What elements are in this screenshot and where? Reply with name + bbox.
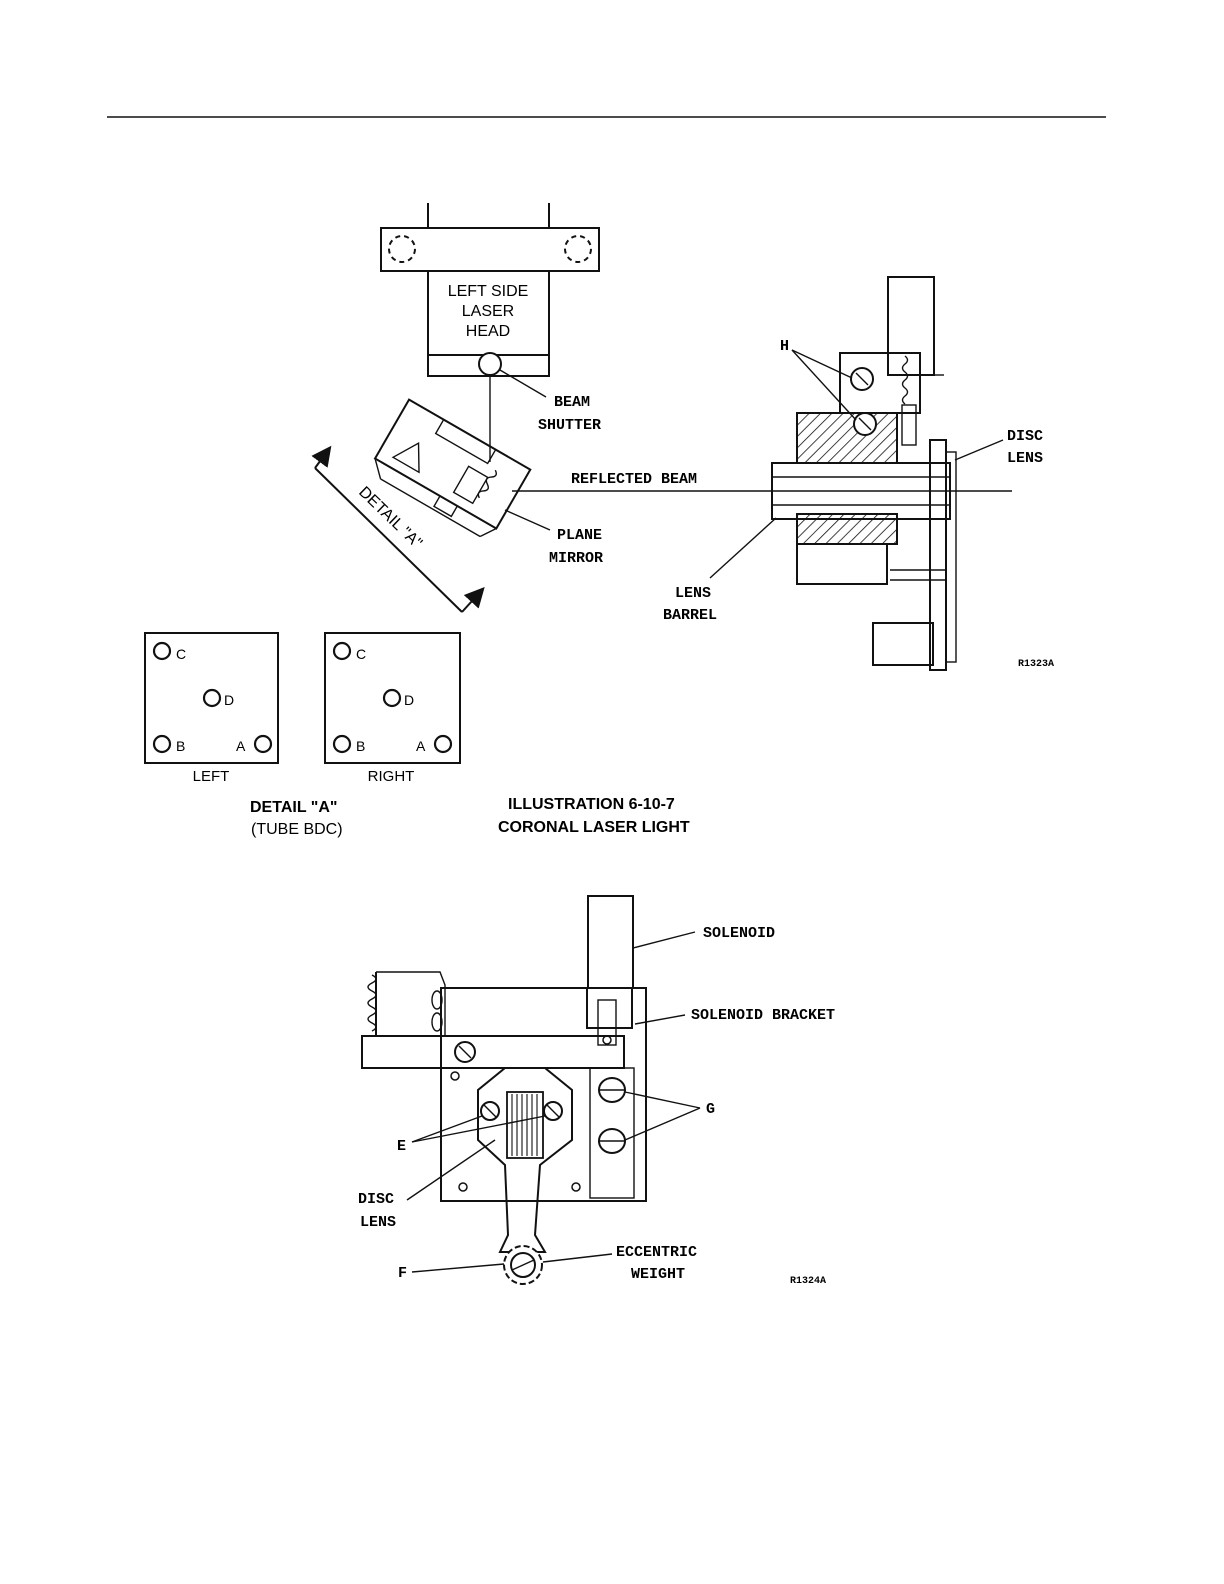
lens-barrel-assembly	[772, 277, 956, 670]
figure1-ref-code: R1323A	[1018, 659, 1054, 670]
detail-subtitle: (TUBE BDC)	[251, 821, 343, 838]
detail-right-b: B	[356, 738, 365, 754]
solenoid-assembly	[362, 896, 646, 1284]
illustration-title: CORONAL LASER LIGHT	[498, 819, 690, 836]
callout-h-leader-1	[792, 350, 852, 378]
fig2-disc-lens-label-2: LENS	[360, 1214, 396, 1231]
detail-right-c: C	[356, 646, 366, 662]
plane-mirror-label-1: PLANE	[557, 527, 602, 544]
mount-hole-right	[565, 236, 591, 262]
detail-left-b: B	[176, 738, 185, 754]
solenoid-bracket-label: SOLENOID BRACKET	[691, 1007, 835, 1024]
lens-barrel-label-1: LENS	[675, 585, 711, 602]
detail-title: DETAIL "A"	[250, 799, 337, 816]
callout-f-leader	[412, 1264, 504, 1272]
disc-lens-label-1: DISC	[1007, 428, 1043, 445]
callout-g-leader-1	[625, 1092, 700, 1108]
laser-head-label-1: LEFT SIDE	[448, 283, 529, 300]
callout-e-label: E	[397, 1138, 406, 1155]
detail-panel-right: C D B A RIGHT	[325, 633, 460, 785]
disc-lens-leader-2	[407, 1140, 495, 1200]
beam-shutter-label-1: BEAM	[554, 394, 590, 411]
solenoid-bracket-leader	[635, 1015, 685, 1024]
mount-hole-left	[389, 236, 415, 262]
beam-shutter-label-2: SHUTTER	[538, 417, 601, 434]
detail-right-d: D	[404, 692, 414, 708]
detail-left-c: C	[176, 646, 186, 662]
beam-shutter-aperture	[479, 353, 501, 375]
disc-lens-label-2: LENS	[1007, 450, 1043, 467]
detail-a-arrow: DETAIL "A"	[315, 449, 482, 612]
callout-g-leader-2	[625, 1108, 700, 1140]
detail-right-a: A	[416, 738, 426, 754]
callout-h-leader-2	[792, 350, 856, 420]
solenoid-leader	[633, 932, 695, 948]
beam-shutter-leader	[500, 370, 546, 397]
detail-panel-left: C D B A LEFT	[145, 633, 278, 785]
reflected-beam-label: REFLECTED BEAM	[571, 471, 697, 488]
callout-e-leader-1	[412, 1116, 482, 1142]
lens-barrel-leader	[710, 518, 776, 578]
laser-head-label-3: HEAD	[466, 323, 510, 340]
callout-f-label: F	[398, 1265, 407, 1282]
illustration-number: ILLUSTRATION 6-10-7	[508, 796, 675, 813]
figure2-ref-code: R1324A	[790, 1276, 826, 1287]
plane-mirror-label-2: MIRROR	[549, 550, 603, 567]
detail-left-d: D	[224, 692, 234, 708]
lens-barrel-label-2: BARREL	[663, 607, 717, 624]
callout-h-label: H	[780, 338, 789, 355]
detail-right-caption: RIGHT	[368, 768, 415, 785]
eccentric-weight-label-2: WEIGHT	[631, 1266, 685, 1283]
eccentric-weight-leader	[543, 1254, 612, 1262]
detail-left-caption: LEFT	[193, 768, 230, 785]
disc-lens-leader-1	[955, 440, 1003, 460]
solenoid-label: SOLENOID	[703, 925, 775, 942]
laser-head-label-2: LASER	[462, 303, 514, 320]
eccentric-weight-label-1: ECCENTRIC	[616, 1244, 697, 1261]
detail-left-a: A	[236, 738, 246, 754]
fig2-disc-lens-label-1: DISC	[358, 1191, 394, 1208]
plane-mirror-leader	[505, 510, 550, 530]
laser-head: LEFT SIDE LASER HEAD	[381, 203, 599, 376]
callout-g-label: G	[706, 1101, 715, 1118]
